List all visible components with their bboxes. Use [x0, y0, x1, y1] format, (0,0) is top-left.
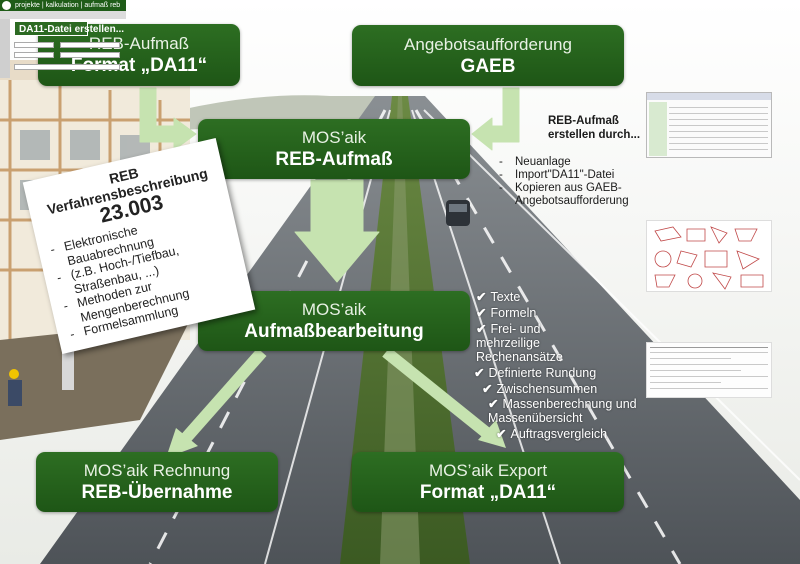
box-line-2: GAEB — [460, 55, 516, 77]
thumb-sidebar — [649, 102, 667, 156]
app-field — [14, 42, 54, 48]
list-item-text: Neuanlage — [515, 156, 571, 168]
box-line-1: Angebotsaufforderung — [404, 34, 572, 54]
mosaik-rechnung-box: MOS’aik Rechnung REB-Übernahme — [36, 452, 278, 512]
box-line-2: Format „DA11“ — [70, 55, 208, 76]
box-line-1: MOS’aik Rechnung — [83, 461, 231, 480]
box-line-1: MOS’aik Export — [428, 461, 548, 480]
box-line-1: MOS’aik — [301, 300, 367, 319]
box-line-2: Format „DA11“ — [419, 482, 557, 503]
list-item-text: Kopieren aus GAEB-Angebotsaufforderung — [515, 182, 629, 207]
angebotsaufforderung-box: Angebotsaufforderung GAEB — [352, 25, 624, 86]
arrow-down-icon — [478, 420, 506, 448]
arrow-down-icon — [166, 428, 198, 458]
spreadsheet-thumbnail — [646, 92, 772, 158]
list-item-text: Import"DA11"-Datei — [515, 169, 615, 181]
app-sidebar — [0, 19, 10, 78]
mosaik-export-box: MOS’aik Export Format „DA11“ — [352, 452, 624, 512]
box-line-2: REB-Übernahme — [81, 482, 233, 503]
reb-create-list: -Neuanlage -Import"DA11"-Datei -Kopieren… — [499, 156, 639, 208]
reb-create-title: REB-Aufmaß erstellen durch... — [548, 114, 640, 142]
list-item: -Neuanlage — [499, 156, 571, 168]
mosaik-reb-aufmass-box: MOS’aik REB-Aufmaß — [198, 119, 470, 179]
reb-create-title-line-1: REB-Aufmaß — [548, 115, 619, 127]
app-field — [14, 64, 120, 70]
app-field — [60, 52, 120, 58]
box-line-2: REB-Aufmaß — [275, 149, 393, 170]
app-menubar-text: projekte | kalkulation | aufmaß reb — [15, 2, 121, 9]
sketch-thumbnail — [646, 220, 772, 292]
list-item: -Import"DA11"-Datei — [499, 169, 615, 181]
app-field — [60, 42, 120, 48]
box-line-1: REB-Aufmaß — [88, 34, 190, 53]
app-toolbar — [0, 11, 126, 19]
arrow-down-icon — [294, 179, 380, 283]
sketch-drawing — [654, 226, 764, 290]
box-line-2: Aufmaßbearbeitung — [244, 321, 424, 342]
arrow-turn-icon — [139, 87, 197, 151]
app-popup-menu: DA11-Datei erstellen... — [14, 21, 124, 36]
app-field — [14, 52, 54, 58]
arrow-turn-icon — [471, 87, 520, 151]
app-logo-icon — [2, 1, 11, 10]
box-line-1: MOS’aik — [301, 128, 367, 147]
app-menubar: projekte | kalkulation | aufmaß reb — [0, 0, 126, 11]
list-item: -Kopieren aus GAEB-Angebotsaufforderung — [499, 182, 629, 207]
thumb-header — [647, 93, 771, 100]
printout-thumbnail — [646, 342, 772, 398]
reb-create-title-line-2: erstellen durch... — [548, 129, 641, 141]
